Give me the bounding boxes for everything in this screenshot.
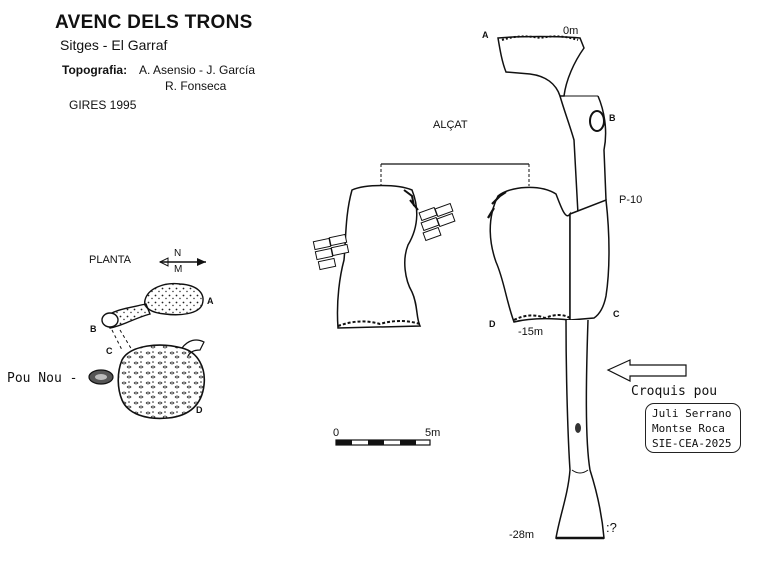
brick-wall-left-icon xyxy=(312,233,350,271)
credit-line-1: Juli Serrano xyxy=(652,407,732,420)
pou-nou-well-icon xyxy=(88,369,114,385)
compass-n-label: N xyxy=(174,248,182,259)
topography-names-line2: R. Fonseca xyxy=(165,79,227,93)
topography-names-line1: A. Asensio - J. García xyxy=(139,63,256,77)
credit-line-3: SIE-CEA-2025 xyxy=(652,437,732,450)
location-subtitle: Sitges - El Garraf xyxy=(60,37,168,53)
plan-view xyxy=(88,257,206,420)
depth-label-15m: -15m xyxy=(518,326,544,338)
section-point-b: B xyxy=(609,113,616,123)
section-profile-right xyxy=(489,186,571,323)
sketch-credits-box: Juli Serrano Montse Roca SIE-CEA-2025 xyxy=(645,403,741,453)
section-point-a: A xyxy=(482,30,489,40)
brick-wall-right-icon xyxy=(418,202,456,242)
section-point-d: D xyxy=(489,319,496,329)
plan-point-a: A xyxy=(207,296,214,306)
plan-label: PLANTA xyxy=(89,254,131,266)
depth-label-p10: P-10 xyxy=(619,194,643,206)
depth-label-28m: -28m xyxy=(509,529,535,541)
scale-start-label: 0 xyxy=(333,427,340,439)
section-label: ALÇAT xyxy=(433,119,468,131)
credit-line-2: Montse Roca xyxy=(652,422,725,435)
scale-end-label: 5m xyxy=(425,427,441,439)
unexplored-end-mark: :? xyxy=(606,520,617,535)
topography-label: Topografia: xyxy=(62,63,128,77)
section-cross-profiles xyxy=(312,163,571,329)
plan-passage-a xyxy=(144,282,204,316)
survey-group-year: GIRES 1995 xyxy=(69,98,137,112)
section-profile-left xyxy=(336,184,422,329)
pou-nou-label: Pou Nou - xyxy=(7,371,78,386)
section-vertical-shaft xyxy=(497,35,610,540)
section-point-c: C xyxy=(613,309,620,319)
plan-point-c: C xyxy=(106,346,113,356)
plan-main-chamber xyxy=(117,344,206,420)
scale-bar xyxy=(335,439,431,446)
plan-point-d: D xyxy=(196,405,203,415)
sketch-pointer-arrow-icon xyxy=(606,359,687,382)
compass-arrow-icon xyxy=(158,257,206,267)
page-title: AVENC DELS TRONS xyxy=(55,12,253,33)
compass-m-label: M xyxy=(174,264,183,275)
depth-label-0m: 0m xyxy=(563,25,579,37)
sketch-label: Croquis pou xyxy=(631,384,718,399)
plan-point-b: B xyxy=(90,324,97,334)
